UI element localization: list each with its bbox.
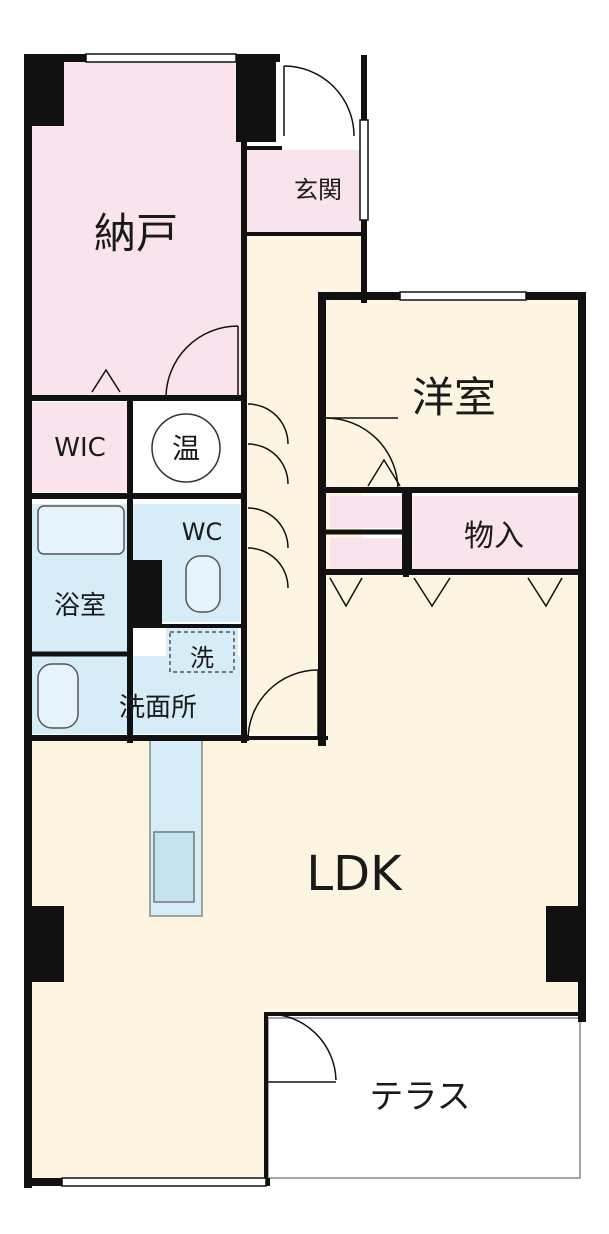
wic-label: WIC	[54, 433, 106, 463]
closet-strip-upper	[330, 496, 402, 528]
terrace-label: テラス	[369, 1077, 470, 1117]
washroom-label: 洗面所	[119, 693, 197, 723]
washer-label: 洗	[190, 644, 214, 672]
toilet-tank	[185, 555, 221, 613]
room-labels: 納戸 玄関 洋室 WIC 温 WC 物入 浴室 洗 洗面所 LDK テラス	[54, 176, 524, 1117]
water-heater-circle	[151, 413, 221, 483]
water-heater-label: 温	[172, 432, 200, 465]
wc-label: WC	[182, 518, 223, 546]
ldk-area	[32, 576, 578, 1180]
columns	[24, 54, 582, 982]
kitchen-sink	[153, 831, 195, 903]
closet-label: 物入	[464, 519, 524, 554]
bathtub	[37, 505, 125, 555]
closet-area	[410, 496, 578, 570]
washer-bay	[166, 628, 238, 658]
windows	[61, 53, 527, 1187]
wic-area	[32, 402, 128, 492]
storage-room	[32, 62, 242, 398]
wash-basin	[37, 663, 79, 729]
washer-outline	[169, 631, 235, 673]
room-fills	[32, 62, 581, 1180]
closet-strip-lower	[330, 538, 402, 570]
folding-doors	[91, 368, 563, 608]
entrance-area	[246, 150, 362, 232]
storage-label: 納戸	[94, 209, 178, 258]
terrace-area	[267, 1017, 581, 1179]
western-room-label: 洋室	[412, 373, 496, 422]
western-room-area	[326, 300, 578, 488]
bathroom-label: 浴室	[54, 591, 106, 621]
fixtures	[37, 413, 235, 729]
entrance-label: 玄関	[294, 176, 342, 204]
doors	[165, 65, 399, 1083]
ldk-label: LDK	[306, 846, 403, 902]
